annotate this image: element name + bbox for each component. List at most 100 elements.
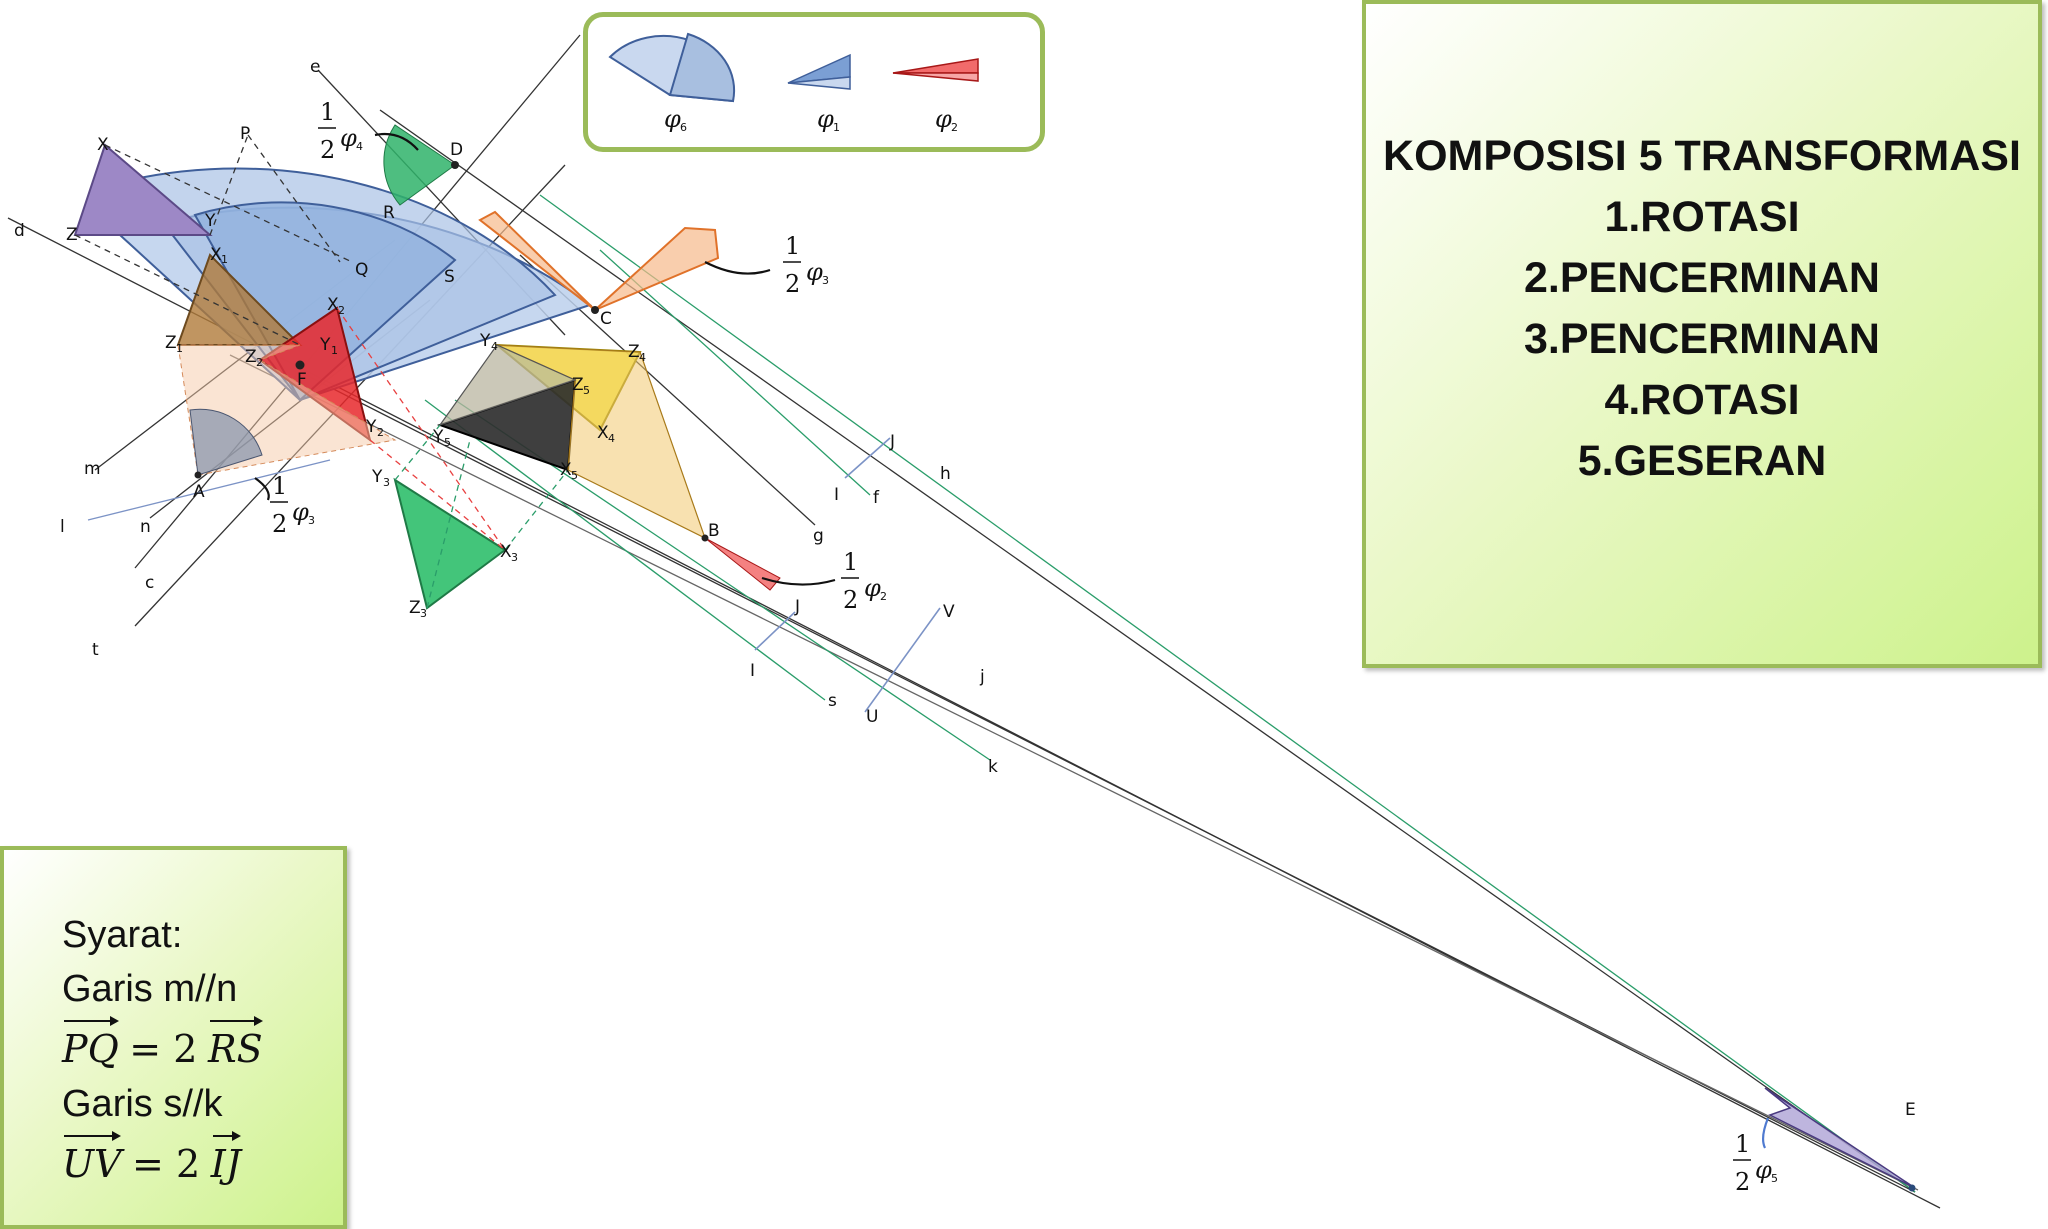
label-i2: I [750,661,755,681]
frac-num-phi4: 1 [320,98,335,126]
label-y3: Y [371,467,383,487]
label-d: D [450,140,463,160]
line-label-h: h [940,464,951,484]
points [194,161,1916,1192]
frac-num-phi3b: 1 [272,472,287,500]
label-x4: X [597,423,609,443]
line-label-d: d [14,221,25,241]
phi4-symbol: φ [340,124,357,152]
vectors [754,437,941,713]
angle-label-phi4: 1 2 φ 4 [318,98,363,164]
phi3b-symbol: φ [292,498,309,526]
frac-den-phi4: 2 [320,136,335,164]
frac-den-phi2: 2 [843,586,858,614]
sector-phi5-at-e [1764,1087,1916,1189]
sub-y5: 5 [444,436,451,449]
legend-phi1-symbol: φ [817,105,834,133]
frac-num-phi3a: 1 [785,232,800,260]
label-j2: J [794,597,800,617]
sub-x5: 5 [571,469,578,482]
sub-z3: 3 [420,607,427,620]
sector-phi3-at-c-left [478,210,596,311]
legend-item-phi6: φ 6 [608,32,736,134]
label-z3: Z [409,598,421,618]
annotation-arrows [254,132,1770,1149]
line-label-f: f [873,488,880,508]
legend-phi2-sub: 2 [951,121,958,134]
label-y: Y [204,211,216,231]
sector-phi4 [383,124,456,206]
vector-pq: PQ [62,1016,119,1076]
line-label-c: c [145,573,154,593]
line-label-j: j [979,667,985,687]
frac-num-phi5: 1 [1735,1130,1750,1158]
sub-x4: 4 [608,432,615,445]
dashed-connectors [74,134,569,609]
conditions-box: Syarat: Garis m//n PQ = 2 RS Garis s//k … [0,846,347,1229]
label-r: R [383,203,395,223]
sub-y4: 4 [491,340,498,353]
line-l [87,459,331,521]
label-p: P [240,124,250,144]
conditions-lines: Syarat: Garis m//n PQ = 2 RS Garis s//k … [62,908,263,1192]
line-label-t: t [92,640,99,660]
sub-z5: 5 [583,384,590,397]
label-q: Q [355,260,368,280]
line-s [424,399,826,701]
phi3a-sub: 3 [822,274,829,287]
label-c: C [600,309,612,329]
line-label-e: e [310,57,320,77]
line-labels: d e m l n c t f g h j s k [14,57,998,777]
label-x5: X [560,460,572,480]
label-j1: J [889,432,895,452]
legend-phi2-symbol: φ [935,105,952,133]
label-z: Z [66,225,78,245]
phi3a-symbol: φ [806,258,823,286]
vector-ij: IJ [211,1131,242,1191]
sub-x3: 3 [511,551,518,564]
conditions-label: Syarat: [62,914,183,956]
line-label-k: k [988,757,998,777]
label-y4: Y [479,331,491,351]
label-z2: Z [245,347,257,367]
title-lines: KOMPOSISI 5 TRANSFORMASI 1.ROTASI 2.PENC… [1366,126,2038,492]
label-e: E [1905,1100,1916,1120]
frac-den-phi5: 2 [1735,1168,1750,1196]
sub-z4: 4 [639,351,646,364]
label-s: S [444,267,455,287]
label-u: U [866,707,878,727]
label-y2: Y [365,417,377,437]
label-x2: X [327,295,339,315]
vector-rs: RS [208,1016,263,1076]
label-y1: Y [319,335,331,355]
phi4-sub: 4 [356,140,363,153]
sub-x2: 2 [338,304,345,317]
frac-den-phi3a: 2 [785,270,800,298]
frac-num-phi2: 1 [843,548,858,576]
vector-uv: UV [62,1131,122,1191]
label-a: A [193,482,205,502]
legend-item-phi2: φ 2 [892,58,979,134]
legend-graphics: φ 6 φ 1 φ 2 [608,32,979,134]
title-box: KOMPOSISI 5 TRANSFORMASI 1.ROTASI 2.PENC… [1362,0,2042,668]
sub-z2: 2 [256,356,263,369]
phi5-symbol: φ [1755,1156,1772,1184]
angle-label-phi3-a: 1 2 φ 3 [270,472,315,538]
conditions-eq-1: PQ = 2 RS [62,1016,263,1077]
label-y5: Y [432,427,444,447]
title-heading: KOMPOSISI 5 TRANSFORMASI [1383,132,2021,180]
title-step-2: 2.PENCERMINAN [1524,254,1880,302]
point-labels: X Z Y P Q R S D C F A B E X 1 Y 1 Z 1 X … [66,124,1916,1120]
label-z4: Z [628,342,640,362]
line-label-g: g [813,526,824,546]
sector-phi6 [118,167,593,402]
line-h [539,194,1916,1193]
conditions-eq-2: UV = 2 IJ [62,1131,263,1192]
title-step-3: 3.PENCERMINAN [1524,315,1880,363]
legend-item-phi1: φ 1 [787,53,851,134]
line-j [229,354,1919,1191]
line-label-m: m [84,459,101,479]
conditions-line-2: Garis s//k [62,1083,223,1125]
label-x1: X [210,245,222,265]
label-z1: Z [165,333,177,353]
